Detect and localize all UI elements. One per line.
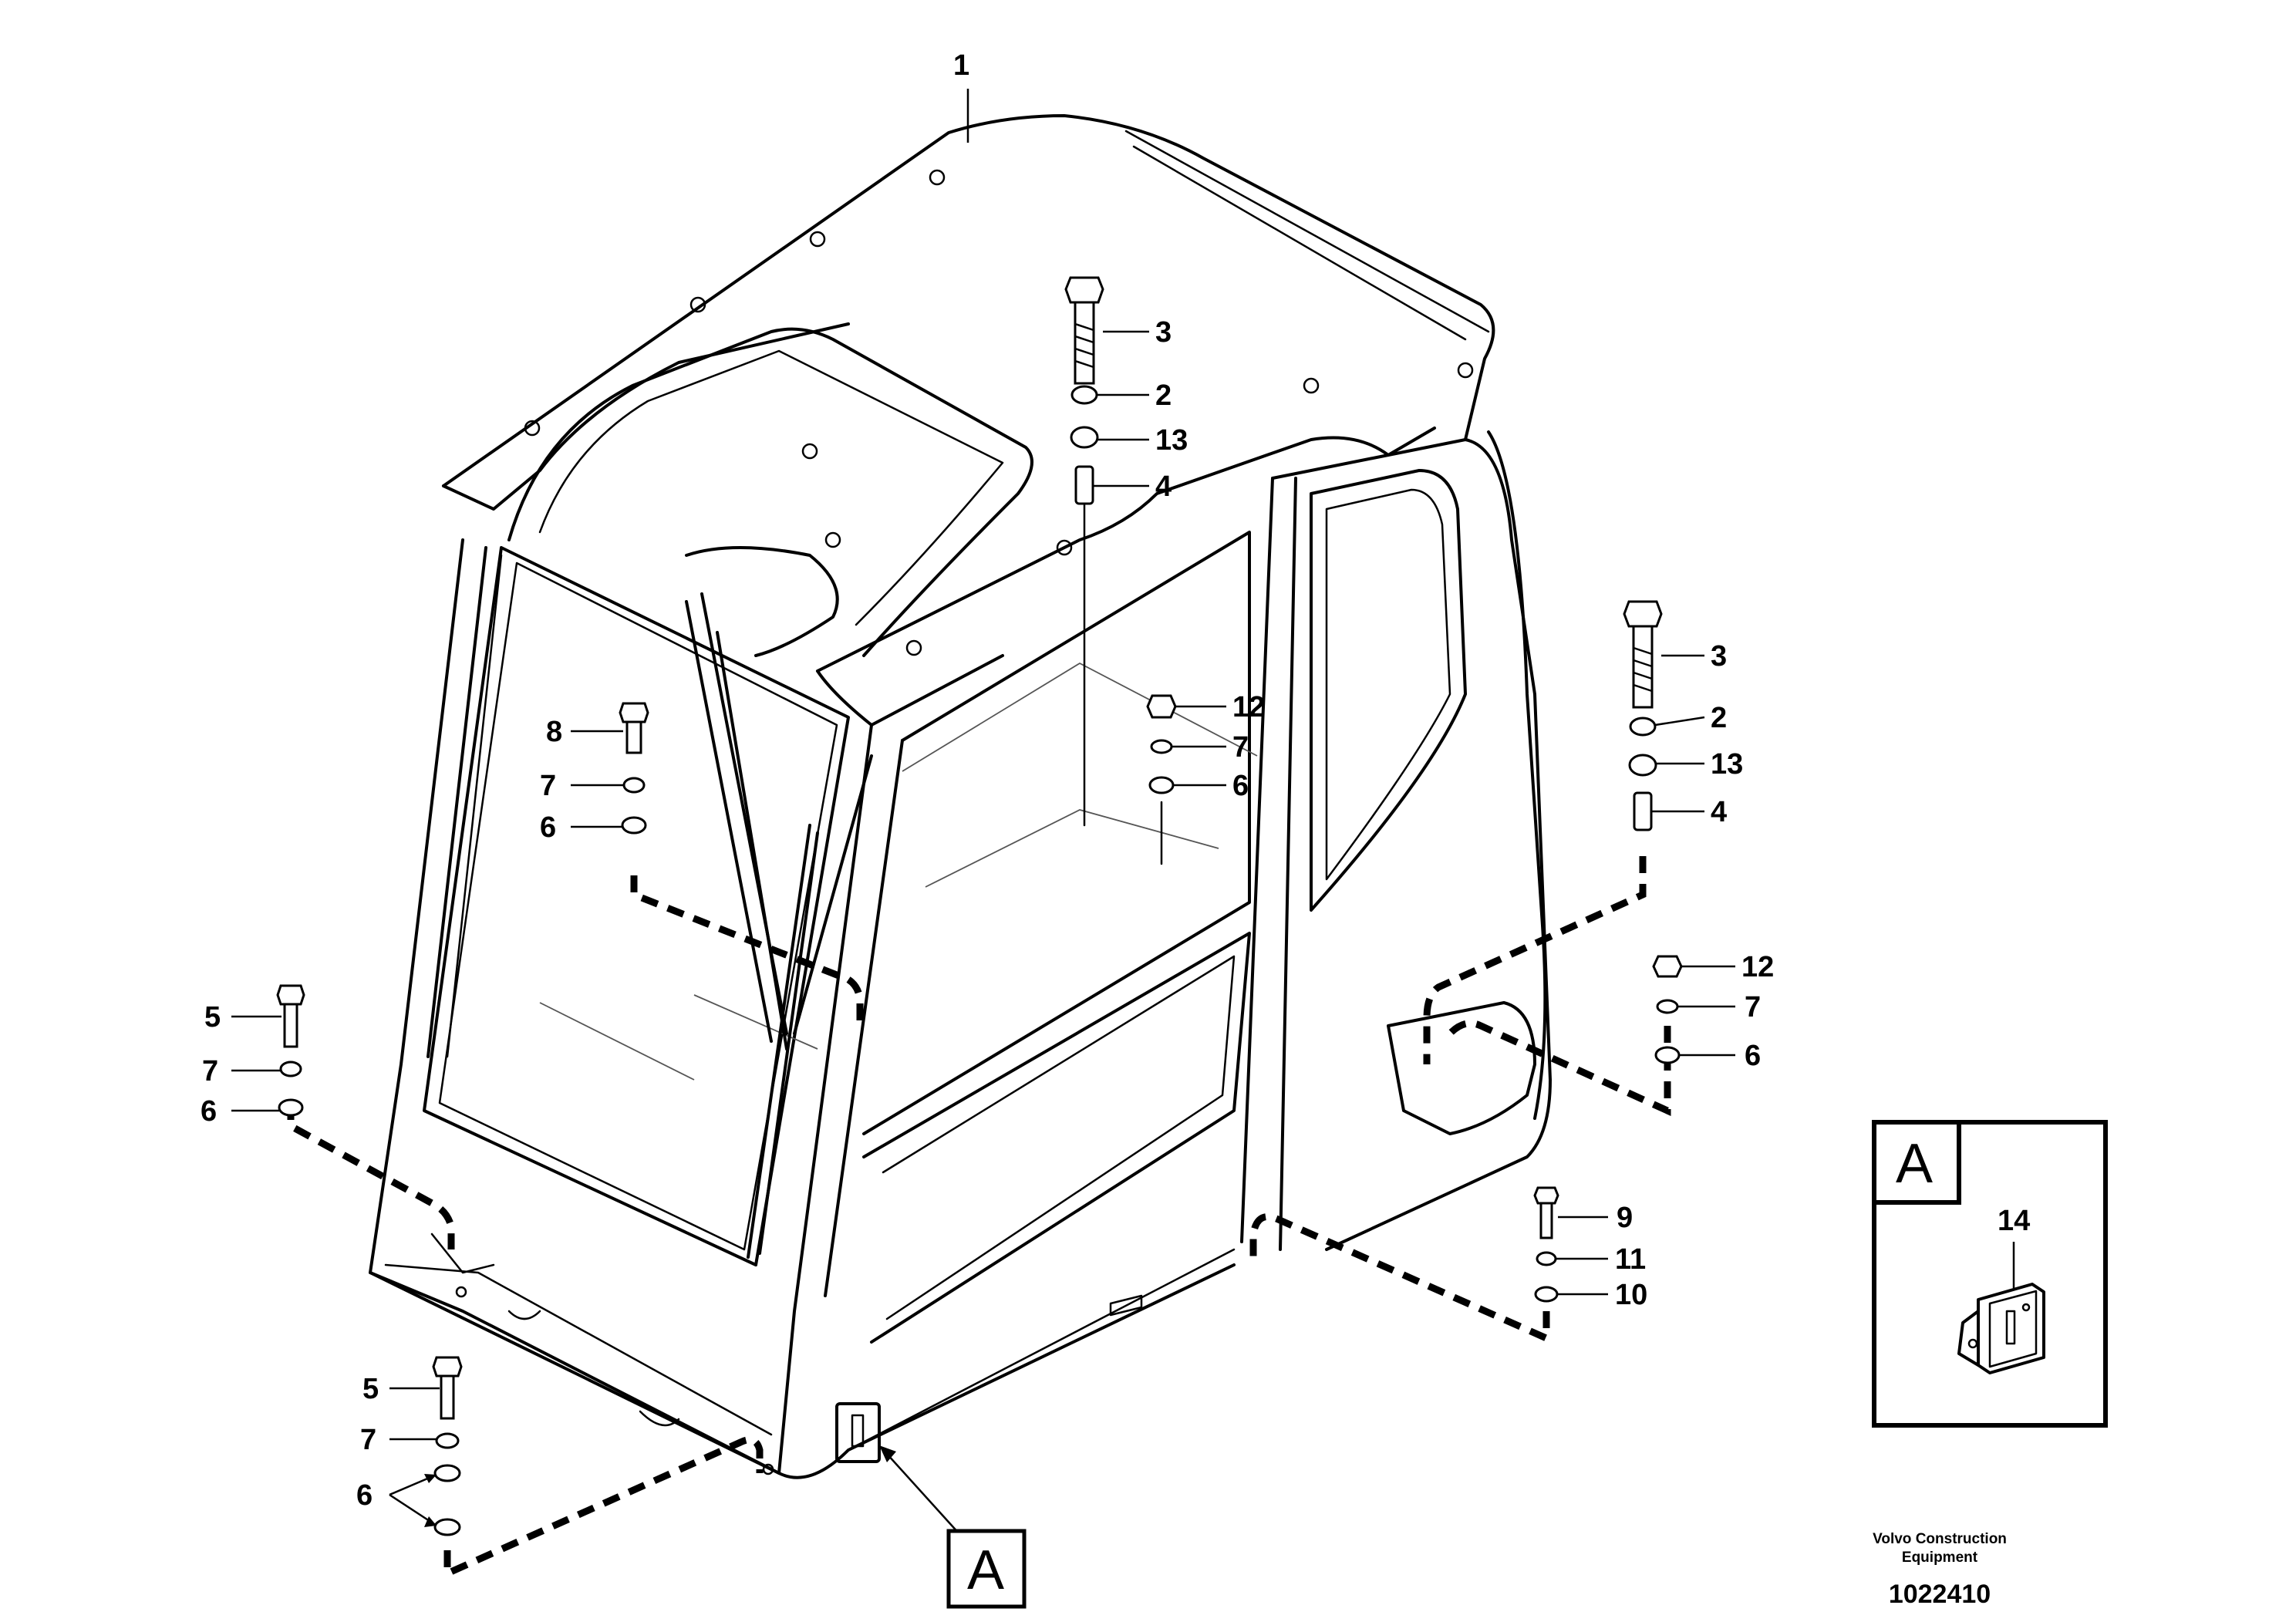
rear-bolt-stack (1533, 1186, 1559, 1303)
bottom-bolt-stack (432, 1356, 463, 1536)
cab-body (369, 114, 1552, 1479)
detail-box-letter: A (1896, 1133, 1933, 1195)
reference-box-letter: A (967, 1539, 1004, 1601)
callout-6-left: 6 (540, 811, 556, 844)
callout-1: 1 (953, 49, 969, 82)
callout-4-top: 4 (1155, 470, 1172, 503)
leader-lines (231, 89, 1735, 1536)
callout-7-bottom: 7 (360, 1424, 376, 1456)
callout-7-mid: 7 (1232, 731, 1249, 764)
drawing-number: 1022410 (1889, 1580, 1991, 1609)
callout-12-right: 12 (1741, 951, 1774, 983)
callout-labels: 1 3 2 13 4 12 7 6 8 7 6 3 2 13 4 12 7 6 … (201, 49, 1774, 1512)
fasteners (276, 276, 1683, 1536)
callout-14-detail: 14 (1998, 1205, 2030, 1237)
callout-7-front: 7 (202, 1055, 218, 1088)
callout-2-right: 2 (1711, 702, 1727, 734)
assembly-lines (287, 504, 1671, 1579)
callout-13-right: 13 (1711, 748, 1743, 781)
reference-box-a: A (946, 1529, 1027, 1609)
callout-7-right: 7 (1745, 991, 1761, 1023)
callout-3-right: 3 (1711, 640, 1727, 673)
footer-company-line1: Volvo Construction (1873, 1531, 2007, 1547)
callout-6-bottom: 6 (356, 1479, 373, 1512)
right-bolt-stack (1623, 600, 1683, 1064)
callout-4-right: 4 (1711, 796, 1727, 828)
callout-10-rear: 10 (1615, 1279, 1647, 1311)
footer: Volvo Construction Equipment 1022410 (1873, 1531, 2007, 1609)
callout-7-left: 7 (540, 770, 556, 802)
callout-5-front: 5 (204, 1001, 221, 1034)
left-bolt-stack (619, 702, 649, 835)
callout-6-front: 6 (201, 1095, 217, 1128)
mid-nut-stack (1146, 694, 1177, 794)
callout-13-top: 13 (1155, 424, 1188, 457)
callout-11-rear: 11 (1615, 1243, 1646, 1276)
callout-6-mid: 6 (1232, 770, 1249, 802)
callout-2-top: 2 (1155, 379, 1172, 412)
callout-5-bottom: 5 (362, 1373, 379, 1405)
callout-6-right: 6 (1745, 1040, 1761, 1072)
detail-box-a: A 14 (1872, 1120, 2108, 1428)
callout-12-mid: 12 (1232, 691, 1265, 723)
front-bolt-stack (276, 984, 305, 1117)
footer-company-line2: Equipment (1902, 1549, 1978, 1566)
callout-3-top: 3 (1155, 316, 1172, 349)
top-bolt-stack (1064, 276, 1104, 505)
callout-9-rear: 9 (1617, 1202, 1633, 1234)
callout-8-left: 8 (546, 716, 562, 748)
door-latch-part (1957, 1283, 2045, 1374)
